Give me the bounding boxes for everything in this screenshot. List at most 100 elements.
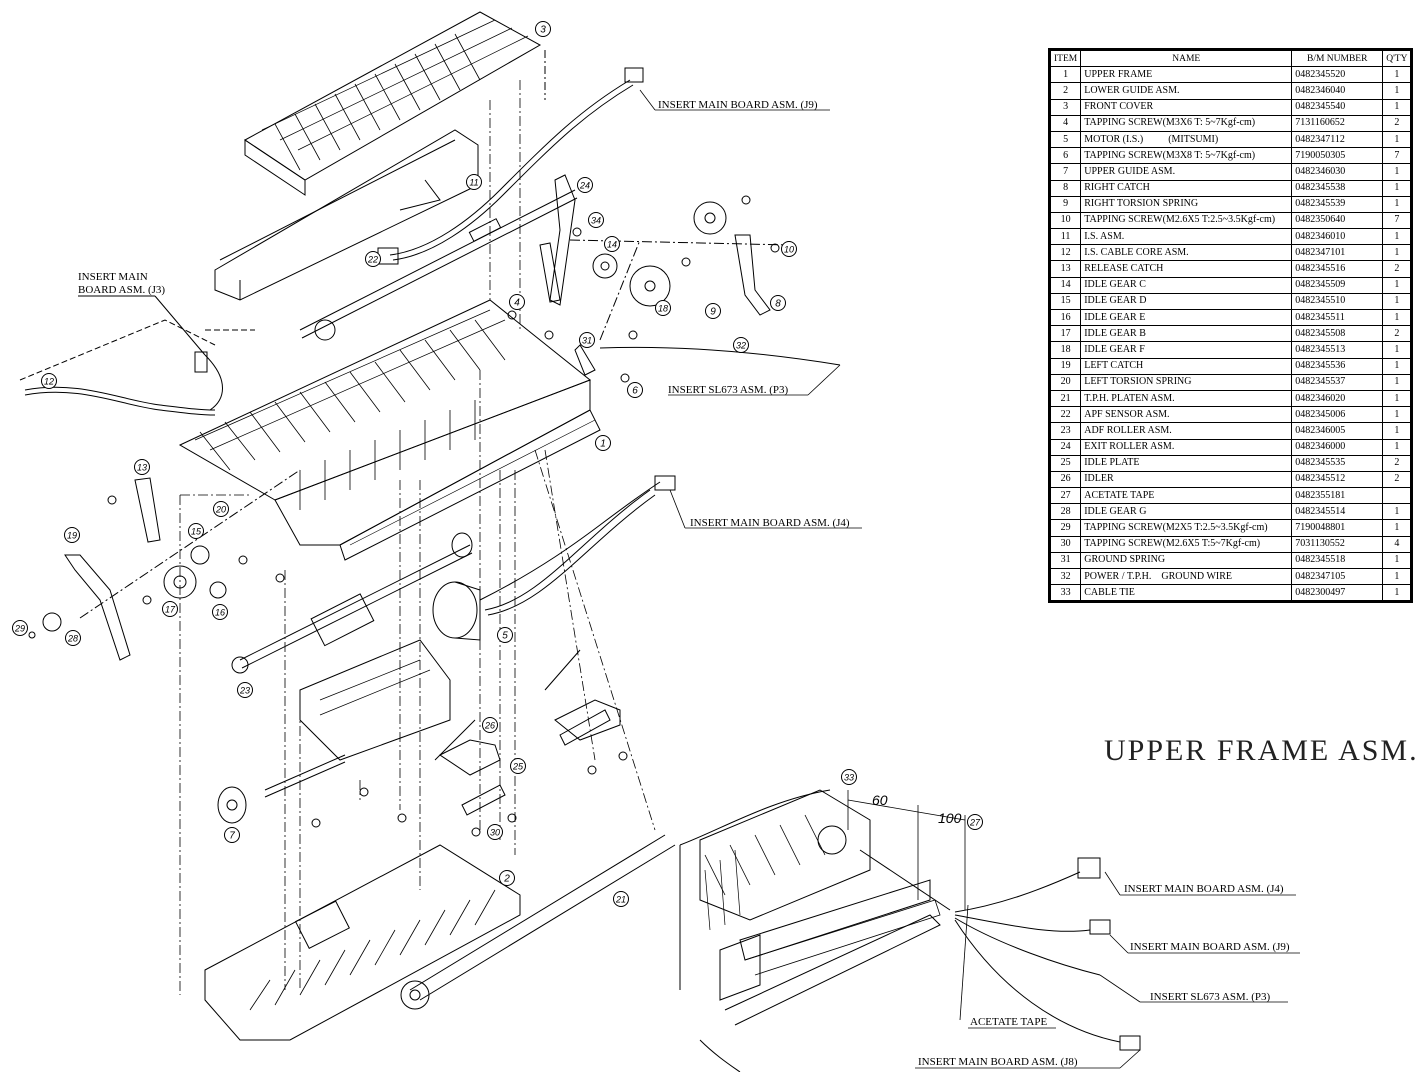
bom-qty: 1 <box>1382 503 1412 521</box>
bom-name: IDLE GEAR D <box>1080 292 1293 311</box>
bom-qty: 1 <box>1382 308 1412 327</box>
bom-name: POWER / T.P.H. GROUND WIRE <box>1080 567 1293 586</box>
bom-bm-number: 7190048801 <box>1291 519 1384 537</box>
callout-circle <box>770 295 786 311</box>
bom-name: RIGHT CATCH <box>1080 179 1293 197</box>
bom-item: 19 <box>1049 357 1082 375</box>
bom-name: MOTOR (I.S.) (MITSUMI) <box>1080 130 1293 149</box>
adf-roller-part <box>231 544 473 674</box>
bom-item: 5 <box>1049 130 1082 149</box>
callout-label: 16 <box>215 608 225 618</box>
assembly-lines <box>179 80 656 995</box>
bom-item: 22 <box>1049 406 1082 424</box>
bom-name: IDLE PLATE <box>1080 454 1293 472</box>
bom-qty: 1 <box>1382 373 1412 391</box>
callout-21: 21 <box>613 891 629 907</box>
bom-item: 30 <box>1049 535 1082 553</box>
bom-item: 18 <box>1049 341 1082 359</box>
callout-label: 20 <box>215 505 226 515</box>
callout-label: 1 <box>600 439 606 450</box>
note-detail-j4: INSERT MAIN BOARD ASM. (J4) <box>1124 883 1284 895</box>
callout-circle <box>627 382 643 398</box>
bom-bm-number: 0482346005 <box>1291 422 1384 440</box>
callout-label: 14 <box>607 240 617 250</box>
callout-15: 15 <box>188 523 204 539</box>
callout-circle <box>188 523 204 539</box>
callout-7: 7 <box>224 827 240 843</box>
platen-roller-part <box>400 834 676 1010</box>
bom-bm-number: 0482346040 <box>1291 82 1384 100</box>
callout-circle <box>162 601 178 617</box>
callout-22: 22 <box>365 251 381 267</box>
callout-circle <box>466 174 482 190</box>
callout-balloons: 1234567891011121314151617181920212223242… <box>12 21 983 907</box>
callout-5: 5 <box>497 627 513 643</box>
bom-name: TAPPING SCREW(M3X8 T: 5~7Kgf-cm) <box>1080 147 1293 165</box>
bom-item: 8 <box>1049 179 1082 197</box>
callout-label: 11 <box>469 178 478 188</box>
bom-qty: 7 <box>1382 147 1412 165</box>
bom-name: RIGHT TORSION SPRING <box>1080 195 1293 213</box>
bom-qty: 1 <box>1382 130 1412 149</box>
bom-item: 11 <box>1049 228 1082 246</box>
callout-circle <box>841 769 857 785</box>
bom-qty: 1 <box>1382 228 1412 246</box>
callout-19: 19 <box>64 527 80 543</box>
bom-qty: 1 <box>1382 98 1412 116</box>
callout-label: 34 <box>591 216 601 226</box>
callout-9: 9 <box>705 303 721 319</box>
bom-qty: 1 <box>1382 551 1412 570</box>
callout-circle <box>588 212 604 228</box>
bom-name: IDLE GEAR F <box>1080 341 1293 359</box>
callout-circle <box>497 627 513 643</box>
bom-bm-number: 0482345520 <box>1291 66 1384 84</box>
callout-14: 14 <box>604 236 620 252</box>
callout-circle <box>705 303 721 319</box>
bom-item: 29 <box>1049 519 1082 537</box>
bom-header-name: NAME <box>1080 49 1293 68</box>
bom-item: 13 <box>1049 260 1082 278</box>
dimension-lines <box>847 790 969 1021</box>
bom-name: TAPPING SCREW(M2.6X5 T:2.5~3.5Kgf-cm) <box>1080 211 1293 230</box>
callout-circle <box>41 373 57 389</box>
bom-qty: 1 <box>1382 341 1412 359</box>
detail-view <box>679 789 1141 1072</box>
note-j9: INSERT MAIN BOARD ASM. (J9) <box>658 99 818 111</box>
bom-qty: 4 <box>1382 535 1412 553</box>
callout-circle <box>64 527 80 543</box>
note-detail-p3: INSERT SL673 ASM. (P3) <box>1150 991 1270 1003</box>
bom-name: UPPER FRAME <box>1080 66 1293 84</box>
callout-4: 4 <box>509 294 525 310</box>
callout-label: 6 <box>632 386 638 397</box>
bom-header-qty: Q'TY <box>1382 49 1412 68</box>
bom-name: LEFT CATCH <box>1080 357 1293 375</box>
bom-item: 6 <box>1049 147 1082 165</box>
callout-label: 9 <box>710 307 716 318</box>
callout-circle <box>613 891 629 907</box>
bom-item: 32 <box>1049 567 1082 586</box>
bom-item: 25 <box>1049 454 1082 472</box>
bom-qty: 1 <box>1382 292 1412 311</box>
bom-qty: 1 <box>1382 163 1412 181</box>
bom-item: 33 <box>1049 584 1082 602</box>
bom-item: 26 <box>1049 470 1082 489</box>
bom-item: 17 <box>1049 325 1082 343</box>
callout-label: 10 <box>784 245 794 255</box>
bom-bm-number: 0482345509 <box>1291 276 1384 294</box>
callout-3: 3 <box>535 21 551 37</box>
bom-bm-number: 0482345537 <box>1291 373 1384 391</box>
